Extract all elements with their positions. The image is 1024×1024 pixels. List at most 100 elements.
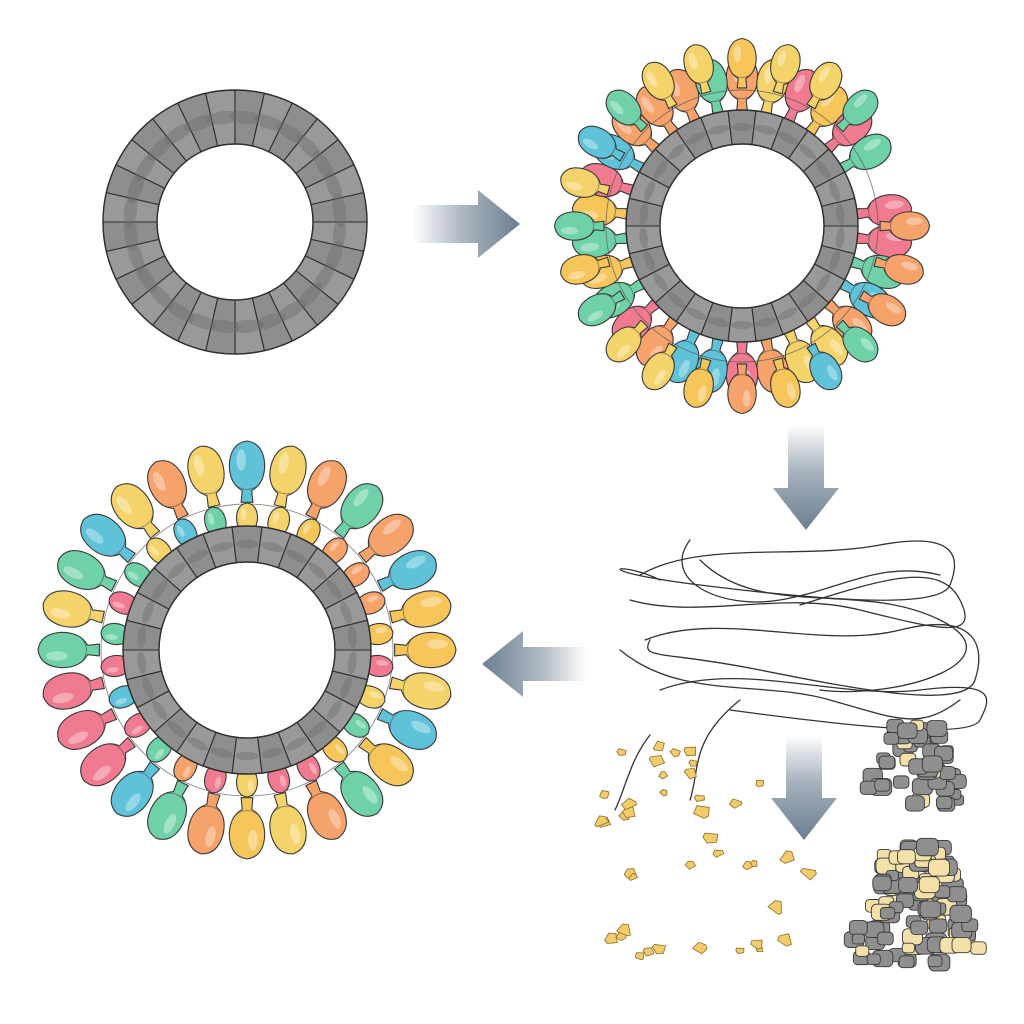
ring-segment-shade: [686, 307, 706, 320]
ring-segment-shade: [667, 144, 685, 160]
subunit-body: [80, 513, 136, 564]
subunit-fragment: [648, 755, 666, 768]
subunit: [187, 792, 225, 855]
subunit-highlight: [176, 525, 185, 538]
subunit-fold: [759, 349, 779, 356]
subunit-highlight: [405, 555, 426, 569]
ring-segment-shade: [816, 160, 831, 180]
subunit-fragment: [615, 932, 627, 942]
subunit-fold: [842, 112, 856, 126]
subunit-fold: [732, 353, 752, 357]
subunit: [577, 290, 626, 327]
subunit-fold: [593, 178, 600, 196]
ring-segment-shade: [135, 151, 157, 182]
ring-segment-shade: [347, 651, 357, 675]
subunit: [835, 319, 879, 363]
subunit: [187, 445, 225, 508]
ring-segment-shade: [142, 676, 154, 699]
subunit-highlight: [777, 50, 787, 67]
subunit-highlight: [154, 748, 165, 760]
subunit-highlight: [279, 774, 287, 788]
subunit-fold: [732, 95, 752, 99]
subunit-highlight: [794, 74, 806, 93]
subunit-highlight: [127, 571, 139, 580]
subunit-highlight: [426, 639, 448, 649]
subunit-fold: [705, 349, 725, 356]
subunit-fold: [166, 792, 186, 803]
subunit-fold: [657, 325, 674, 338]
subunit-fold: [236, 485, 258, 490]
pile-chunk: [883, 732, 900, 745]
subunit-fold: [389, 569, 400, 589]
subunit-highlight: [884, 200, 904, 210]
subunit-fold: [402, 675, 410, 698]
subunit-highlight: [247, 779, 254, 793]
subunit: [389, 590, 452, 628]
subunit-fold: [868, 202, 874, 223]
pile-chunk: [904, 795, 925, 812]
arrow-down-bottom: [771, 735, 837, 840]
subunit-fragment: [779, 850, 795, 864]
subunit: [389, 672, 452, 710]
subunit-highlight: [353, 488, 369, 507]
ring-segment-shade: [123, 216, 138, 251]
subunit-highlight: [334, 744, 345, 755]
subunit-fold: [772, 368, 790, 375]
subunit-highlight: [383, 519, 401, 535]
subunit: [873, 254, 924, 285]
ring-inner-edge: [659, 143, 825, 309]
subunit-fold: [657, 114, 674, 127]
pile-chunk: [926, 720, 948, 737]
pile-chunk: [910, 920, 929, 935]
subunit: [305, 460, 347, 521]
subunit-highlight: [236, 449, 246, 471]
ring-segment-shade: [261, 747, 284, 758]
ring-segment-shade: [285, 549, 307, 563]
subunit-fragment: [683, 767, 697, 780]
subunit-highlight: [46, 651, 68, 661]
ring-segment-shade: [829, 250, 840, 272]
subunit: [42, 590, 105, 628]
subunit-highlight: [688, 52, 698, 70]
subunit-fragment: [688, 759, 698, 767]
subunit-fold: [810, 114, 827, 127]
fiber-strand: [619, 540, 956, 601]
subunit-fragment: [728, 798, 743, 809]
subunit-fold: [402, 602, 410, 625]
subunit: [641, 61, 678, 110]
subunit-fold: [614, 257, 622, 276]
pile-chunk: [848, 919, 868, 936]
subunit-fold: [623, 282, 635, 300]
subunit-highlight: [105, 634, 119, 640]
subunit-highlight: [328, 808, 342, 829]
subunit-fragment: [669, 748, 681, 758]
core-ring-panel: [102, 89, 368, 355]
subunit: [727, 37, 757, 89]
subunit-fragment: [777, 933, 792, 947]
subunit-fold: [759, 96, 779, 103]
subunit-body: [110, 761, 161, 817]
subunit-body: [42, 672, 105, 710]
ring-segment-shade: [340, 601, 352, 624]
subunit-fragment: [658, 789, 668, 797]
ring-segment-shade: [183, 312, 217, 330]
subunit-highlight: [205, 826, 216, 848]
subunit: [110, 483, 161, 539]
subunit-highlight: [646, 71, 658, 87]
ring-segment-shade: [731, 320, 753, 330]
subunit-fold: [849, 282, 861, 300]
subunit-highlight: [420, 596, 442, 608]
fiber-strand: [644, 624, 980, 696]
ring-segment-shade: [836, 203, 845, 225]
subunit: [835, 89, 879, 133]
fragment-pile-large: [843, 837, 987, 972]
subunit-fold: [680, 340, 698, 350]
subunit-fold: [136, 514, 154, 529]
ring-inner-edge: [156, 143, 314, 301]
ring-segment-shade: [836, 227, 845, 249]
subunit-body: [835, 89, 879, 133]
subunit-fold: [810, 325, 827, 338]
subunit-highlight: [853, 94, 868, 108]
ring-segment-shade: [235, 539, 259, 549]
